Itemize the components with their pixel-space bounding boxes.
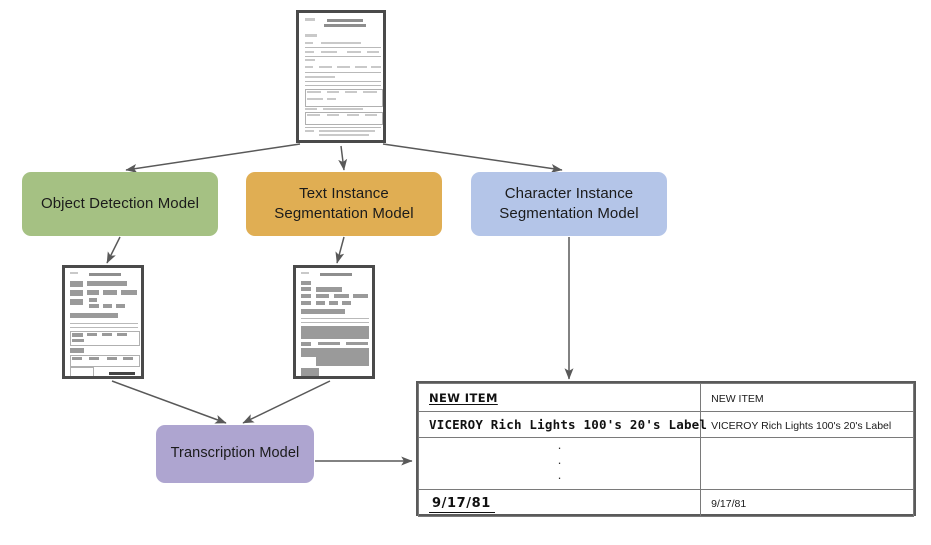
node-label: Transcription Model — [170, 445, 300, 462]
cell-scanned-header: NEW ITEM — [417, 383, 702, 412]
ellipsis-dot-2: · — [557, 454, 562, 470]
edge-source-to-character-segmentation — [382, 143, 563, 173]
cell-transcribed-ellipsis — [700, 437, 914, 490]
document-detections-icon — [65, 268, 141, 376]
ellipsis-dot-1: · — [557, 439, 562, 455]
node-label-line1: Text Instance — [299, 185, 389, 203]
node-label: Character Instance Segmentation Model — [499, 184, 638, 224]
edge-object-detection-to-doc — [106, 236, 121, 264]
cell-transcribed-item: VICEROY Rich Lights 100's 20's Label — [700, 411, 914, 438]
cell-transcribed-date: 9/17/81 — [700, 489, 914, 517]
table-row-item: VICEROY Rich Lights 100's 20's Label VIC… — [417, 411, 914, 438]
transcription-comparison-table: NEW ITEM NEW ITEM VICEROY Rich Lights 10… — [417, 383, 914, 517]
node-object-detection-model[interactable]: Object Detection Model — [22, 172, 218, 236]
cell-scanned-date: 9/17/81 — [417, 489, 702, 517]
ellipsis-dot-3: · — [557, 469, 562, 485]
node-label: Object Detection Model — [40, 195, 200, 213]
edge-source-to-object-detection — [125, 143, 301, 173]
transcribed-header-text: NEW ITEM — [711, 392, 764, 405]
document-icon — [299, 13, 383, 140]
node-label-line2: Segmentation Model — [499, 205, 639, 222]
node-label: Text Instance Segmentation Model — [274, 184, 413, 224]
source-document-thumbnail — [296, 10, 386, 143]
edge-source-to-text-segmentation — [338, 145, 348, 171]
edge-doc-to-transcription-left — [111, 380, 227, 424]
node-character-instance-segmentation-model[interactable]: Character Instance Segmentation Model — [471, 172, 667, 236]
segmentation-output-thumbnail — [293, 265, 375, 379]
table-row-date: 9/17/81 9/17/81 — [417, 489, 914, 517]
edge-text-segmentation-to-doc — [335, 236, 345, 264]
transcribed-item-text: VICEROY Rich Lights 100's 20's Label — [711, 419, 892, 432]
document-masks-icon — [296, 268, 372, 376]
detection-output-thumbnail — [62, 265, 144, 379]
node-label-line1: Character Instance — [504, 185, 634, 203]
transcribed-date-text: 9/17/81 — [711, 498, 747, 510]
scanned-date-text: 9/17/81 — [429, 496, 495, 513]
vertical-ellipsis: · · · — [557, 441, 561, 486]
scanned-item-text: VICEROY Rich Lights 100's 20's Label — [429, 416, 708, 432]
cell-scanned-item: VICEROY Rich Lights 100's 20's Label — [417, 411, 707, 438]
scanned-header-text: NEW ITEM — [429, 390, 498, 405]
node-transcription-model[interactable]: Transcription Model — [156, 425, 314, 483]
cell-transcribed-header: NEW ITEM — [700, 383, 914, 412]
table-row-ellipsis: · · · — [417, 437, 914, 490]
output-table: NEW ITEM NEW ITEM VICEROY Rich Lights 10… — [416, 381, 916, 517]
cell-scanned-ellipsis: · · · — [417, 437, 702, 490]
node-text-instance-segmentation-model[interactable]: Text Instance Segmentation Model — [246, 172, 442, 236]
node-label-line2: Segmentation Model — [274, 205, 414, 222]
table-row-header: NEW ITEM NEW ITEM — [417, 383, 914, 412]
edge-doc-to-transcription-right — [242, 380, 331, 424]
